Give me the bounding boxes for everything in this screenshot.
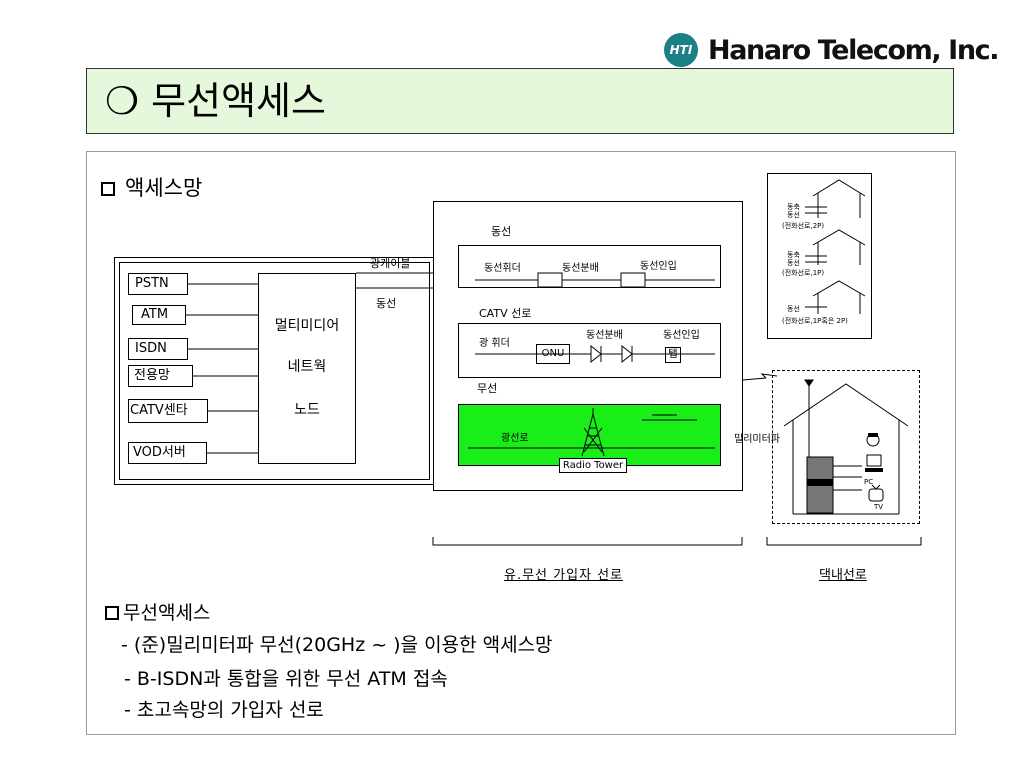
- copper-dropwire-label: 동선인입: [640, 261, 677, 272]
- node-label-3: 노드: [294, 402, 320, 418]
- square-bullet-icon: [101, 182, 115, 196]
- house2-note: (전화선로,1P): [782, 269, 825, 277]
- house2-coax: 동축: [787, 251, 800, 259]
- set-top-box-band: [807, 479, 833, 486]
- bullet-line-3: - 초고속망의 가입자 선로: [124, 699, 324, 721]
- house1-note: (전화선로,2P): [782, 222, 825, 230]
- premises-house-icon: [783, 382, 909, 515]
- catv-dropwire-label: 동선인입: [663, 330, 700, 341]
- copper-feeder-label: 동선휘더: [484, 263, 521, 274]
- tv-label: TV: [874, 503, 884, 511]
- page-title-text: 무선액세스: [151, 79, 326, 123]
- node-label-1: 멀티미디어: [274, 318, 340, 334]
- square-bullet-icon: [105, 606, 119, 620]
- bullet-heading: 무선액세스: [105, 598, 210, 625]
- section-heading-text: 액세스망: [125, 176, 203, 200]
- bullet-line-1: - (준)밀리미터파 무선(20GHz ~ )을 이용한 액세스망: [121, 634, 553, 656]
- section-heading: 액세스망: [101, 172, 202, 202]
- wireless-section-title: 무선: [477, 382, 498, 395]
- premises-bracket: [766, 537, 922, 546]
- company-name: Hanaro Telecom, Inc.: [708, 34, 1000, 66]
- content-frame: 액세스망 PSTN ATM ISDN 전용망 CATV센타 VOD서버 멀티미디…: [86, 151, 956, 735]
- bullet-heading-text: 무선액세스: [123, 602, 211, 624]
- node-label-2: 네트웍: [287, 359, 327, 375]
- title-banner: ❍ 무선액세스: [86, 68, 954, 134]
- catv-section-title: CATV 선로: [479, 307, 532, 320]
- tv-icon: [868, 484, 884, 502]
- company-logo: HTI Hanaro Telecom, Inc.: [664, 30, 1000, 70]
- diagram-lines: [186, 179, 922, 546]
- logo-badge-icon: HTI: [664, 33, 698, 67]
- house1-copper: 동선: [787, 211, 800, 219]
- catv-section-box: [458, 323, 721, 378]
- catv-fiber-feeder-label: 광 휘더: [479, 338, 510, 349]
- fiber-cable-label: 광케이블: [370, 257, 411, 270]
- premises-dashed-frame: [772, 370, 920, 524]
- mmwave-link-1: [742, 377, 767, 381]
- source-atm: ATM: [132, 305, 186, 325]
- house1-labels: 동축 동선: [787, 203, 800, 219]
- source-vod-server: VOD서버: [128, 442, 207, 464]
- copper-section-box: [458, 245, 721, 288]
- house2-copper: 동선: [787, 259, 800, 267]
- pc-label: PC: [864, 478, 874, 486]
- house3-copper: 동선: [787, 305, 800, 313]
- copper-splice-1: [537, 272, 563, 288]
- amplifier-icon-1: [590, 344, 602, 364]
- subscriber-line-caption: 유.무선 가입자 선로: [504, 568, 624, 583]
- wireless-fiber-label: 광선로: [501, 433, 529, 444]
- amplifier-icon-2: [621, 344, 633, 364]
- bullet-line-2: - B-ISDN과 통합을 위한 무선 ATM 접속: [124, 668, 448, 690]
- house1-coax: 동축: [787, 203, 800, 211]
- house-icon-3: [805, 280, 866, 314]
- copper-distribution-label: 동선분배: [562, 263, 599, 274]
- source-isdn: ISDN: [128, 338, 188, 360]
- circle-bullet-icon: ❍: [105, 79, 140, 123]
- radio-tower-icon: [581, 408, 605, 457]
- subscriber-bracket: [432, 537, 743, 546]
- source-leased-line: 전용망: [128, 365, 193, 387]
- house-icon-2: [805, 229, 866, 265]
- house-icon-1: [805, 179, 866, 218]
- copper-splice-2: [620, 272, 646, 288]
- premises-line-caption: 댁내선로: [819, 568, 867, 583]
- antenna-icon: [804, 379, 814, 387]
- mmwave-zigzag-icon: [760, 373, 778, 379]
- source-pstn: PSTN: [128, 273, 188, 295]
- radio-tower-label: Radio Tower: [559, 458, 627, 473]
- pc-icon: [865, 454, 883, 472]
- millimeter-wave-label: 밀리미터파: [734, 434, 780, 445]
- house3-note: (전화선로,1P혹은 2P): [782, 317, 848, 325]
- house2-labels: 동축 동선: [787, 251, 800, 267]
- copper-section-title: 동선: [491, 225, 512, 238]
- source-catv-center: CATV센타: [128, 399, 208, 423]
- catv-distribution-label: 동선분배: [586, 330, 623, 341]
- copper-label: 동선: [376, 297, 397, 310]
- telephone-icon: [866, 433, 880, 447]
- page-title: ❍ 무선액세스: [105, 79, 326, 123]
- multimedia-network-node: [258, 273, 356, 464]
